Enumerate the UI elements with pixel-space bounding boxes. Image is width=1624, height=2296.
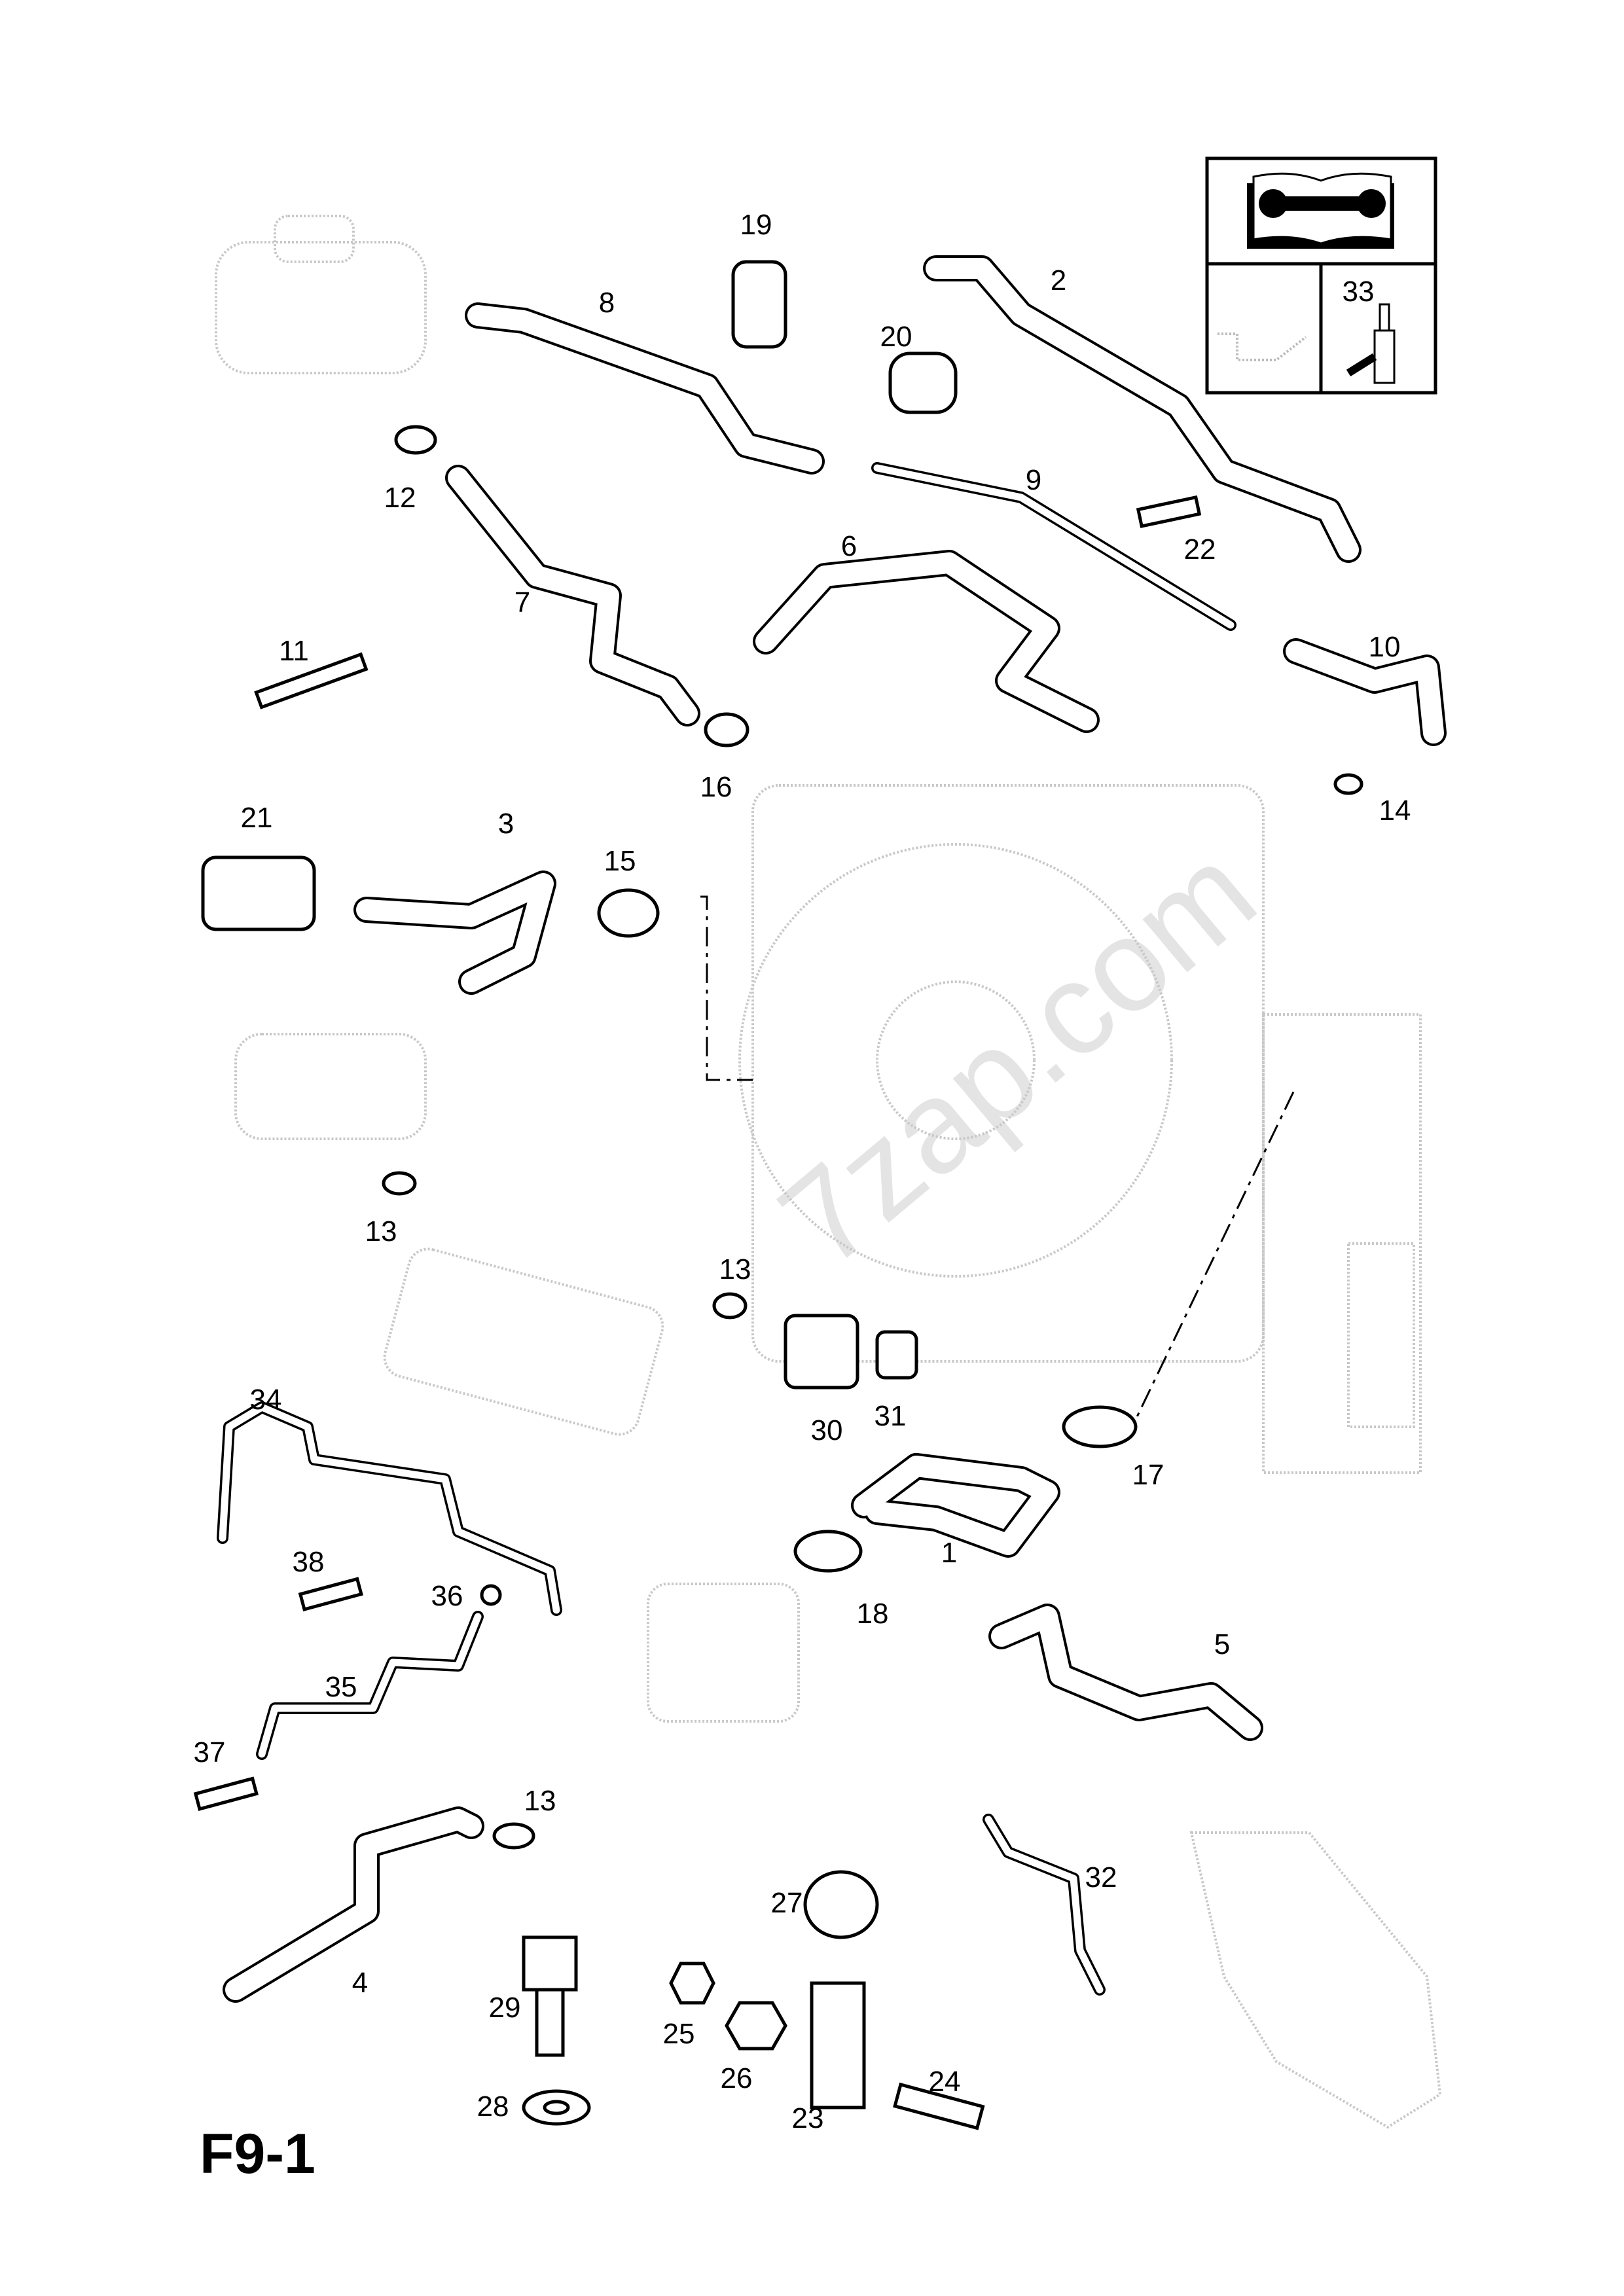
callout-13: 13 [719, 1253, 751, 1285]
hose-2 [923, 255, 1362, 563]
bracket-23 [810, 1981, 866, 2109]
callout-12: 12 [384, 482, 416, 514]
callout-21: 21 [241, 802, 273, 834]
callout-4: 4 [352, 1967, 368, 1999]
hose-1 [851, 1453, 1060, 1558]
bolt-38 [298, 1577, 363, 1611]
clamp-17 [1062, 1405, 1138, 1448]
hose-5 [988, 1604, 1263, 1741]
callout-24: 24 [929, 2066, 961, 2098]
clamp-12 [394, 425, 437, 455]
callout-17: 17 [1132, 1459, 1164, 1491]
callout-38: 38 [293, 1546, 325, 1578]
hose-7 [445, 465, 700, 726]
pipe-34 [217, 1401, 562, 1616]
callout-20: 20 [880, 321, 912, 353]
clamp-13b [712, 1292, 748, 1319]
callout-19: 19 [740, 209, 772, 241]
leader-line [1125, 1086, 1297, 1441]
oil-cooler [383, 1247, 664, 1436]
callout-10: 10 [1369, 631, 1401, 663]
callout-35: 35 [325, 1671, 357, 1703]
stud-11 [254, 652, 369, 709]
clamp-16 [704, 712, 749, 747]
callout-7: 7 [514, 586, 530, 619]
nut-25 [669, 1962, 715, 2005]
clamp-20 [888, 351, 958, 414]
callout-6: 6 [841, 530, 857, 562]
bolt-29 [522, 1935, 578, 2057]
clamp-15 [597, 888, 660, 938]
callout-15: 15 [604, 845, 636, 877]
callout-1: 1 [941, 1537, 957, 1569]
callout-36: 36 [431, 1580, 463, 1612]
bolt-22 [1136, 495, 1202, 528]
callout-18: 18 [857, 1598, 889, 1630]
watermark: 7zap.com [753, 817, 1282, 1294]
callout-13: 13 [524, 1785, 556, 1817]
callout-9: 9 [1026, 464, 1041, 496]
bolt-24 [893, 2082, 985, 2130]
radiator-fan-assembly [738, 784, 1422, 1474]
legend-box: 33 [1205, 156, 1437, 395]
clamp-14 [1333, 773, 1363, 795]
callout-3: 3 [498, 808, 514, 840]
washer-36 [480, 1584, 502, 1606]
sensor-30 [784, 1314, 859, 1390]
bracket-32 [983, 1814, 1106, 1996]
callout-33: 33 [1343, 276, 1375, 308]
pipe-35 [256, 1611, 484, 1760]
callout-25: 25 [663, 2018, 695, 2050]
clamp-13a [382, 1171, 417, 1196]
hose-3 [353, 870, 556, 995]
oil-can-icon [1218, 332, 1307, 361]
pipe-9 [871, 462, 1236, 631]
hose-4 [223, 1806, 484, 2003]
callout-16: 16 [700, 771, 732, 803]
callout-37: 37 [194, 1736, 226, 1768]
hose-6 [753, 550, 1100, 733]
hose-8 [465, 302, 825, 475]
callout-5: 5 [1214, 1628, 1230, 1660]
callout-13: 13 [365, 1215, 397, 1247]
clamp-19 [731, 260, 787, 349]
callout-11: 11 [279, 635, 309, 667]
callout-27: 27 [771, 1887, 803, 1919]
callout-8: 8 [599, 287, 615, 319]
callout-22: 22 [1184, 533, 1216, 565]
callout-26: 26 [721, 2062, 753, 2094]
leader-line [700, 895, 753, 1081]
callouts: 19 2 8 20 12 9 22 6 7 11 10 16 14 21 3 1… [194, 209, 1411, 2134]
callout-29: 29 [489, 1992, 521, 2024]
callout-30: 30 [811, 1414, 843, 1446]
washer-28 [522, 2089, 591, 2126]
callout-34: 34 [250, 1384, 282, 1416]
bolt-37 [193, 1776, 259, 1811]
bracket-21 [201, 855, 316, 931]
callout-2: 2 [1051, 264, 1066, 296]
diagram-code: F9-1 [200, 2123, 316, 2185]
nut-26 [725, 2001, 787, 2051]
callout-32: 32 [1085, 1861, 1117, 1893]
water-pump [647, 1583, 1442, 2129]
clamp-18 [793, 1530, 863, 1573]
callout-31: 31 [875, 1400, 907, 1432]
sealant-bottle-icon [1346, 303, 1396, 384]
callout-23: 23 [792, 2102, 824, 2134]
clamp-27 [803, 1870, 879, 1939]
thermostat-housing [234, 1033, 427, 1140]
clamp-13c [492, 1822, 535, 1850]
gasket-31 [875, 1330, 918, 1380]
manual-wrench-icon [1247, 172, 1394, 249]
expansion-tank [215, 215, 427, 374]
callout-14: 14 [1379, 795, 1411, 827]
callout-28: 28 [477, 2090, 509, 2123]
hose-10 [1283, 638, 1447, 746]
